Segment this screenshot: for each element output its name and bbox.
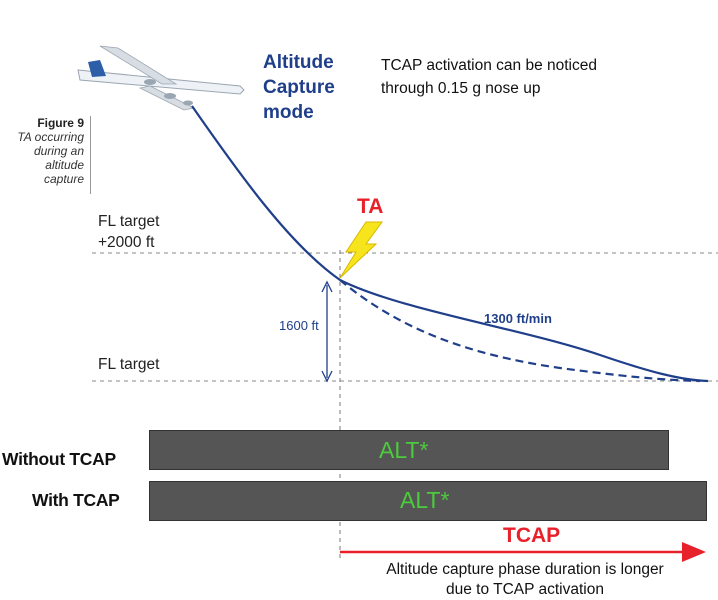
duration-note: Altitude capture phase duration is longe… bbox=[340, 560, 710, 600]
mode-title-line: Capture bbox=[263, 77, 335, 98]
mode-title: Altitude Capture mode bbox=[263, 50, 335, 125]
duration-note-line: due to TCAP activation bbox=[446, 581, 604, 598]
tcap-note: TCAP activation can be noticed through 0… bbox=[381, 54, 597, 100]
figure-caption-line: during an bbox=[33, 144, 84, 158]
fl-plus-line: +2000 ft bbox=[98, 234, 155, 251]
tcap-note-line: TCAP activation can be noticed bbox=[381, 57, 597, 74]
trajectory-before-ta bbox=[191, 105, 341, 281]
figure-caption-line: TA occurring bbox=[17, 130, 84, 144]
figure-caption-line: capture bbox=[43, 172, 84, 186]
fl-target-label: FL target bbox=[98, 356, 160, 373]
vertical-speed-label: 1300 ft/min bbox=[484, 311, 552, 326]
figure-number: Figure 9 bbox=[37, 116, 84, 130]
row-label-without-tcap: Without TCAP bbox=[2, 449, 116, 469]
lightning-bolt-icon bbox=[339, 221, 383, 279]
trajectory-with-tcap bbox=[339, 279, 709, 383]
altitude-difference-label: 1600 ft bbox=[279, 318, 319, 333]
row-label-with-tcap: With TCAP bbox=[32, 490, 120, 510]
tcap-arrow-label: TCAP bbox=[503, 524, 561, 547]
altitude-difference-arrow bbox=[321, 280, 333, 383]
mode-bar-text: ALT* bbox=[400, 487, 450, 513]
fl-plus-line: FL target bbox=[98, 213, 160, 230]
duration-note-line: Altitude capture phase duration is longe… bbox=[386, 561, 664, 578]
tcap-note-line: through 0.15 g nose up bbox=[381, 80, 541, 97]
figure-caption-line: altitude bbox=[45, 158, 84, 172]
mode-bar-with-tcap bbox=[149, 481, 707, 521]
aircraft-icon bbox=[77, 45, 245, 111]
caption-divider bbox=[90, 116, 91, 194]
mode-title-line: Altitude bbox=[263, 52, 334, 73]
mode-bar-text: ALT* bbox=[379, 437, 429, 463]
fl-plus-2000-label: FL target +2000 ft bbox=[98, 211, 159, 253]
mode-title-line: mode bbox=[263, 102, 314, 123]
tcap-duration-arrow bbox=[340, 542, 706, 562]
mode-bar-without-tcap bbox=[149, 430, 669, 470]
figure-caption: Figure 9 TA occurring during an altitude… bbox=[0, 116, 84, 186]
trajectory-without-tcap bbox=[339, 279, 701, 383]
ta-label: TA bbox=[357, 195, 384, 218]
